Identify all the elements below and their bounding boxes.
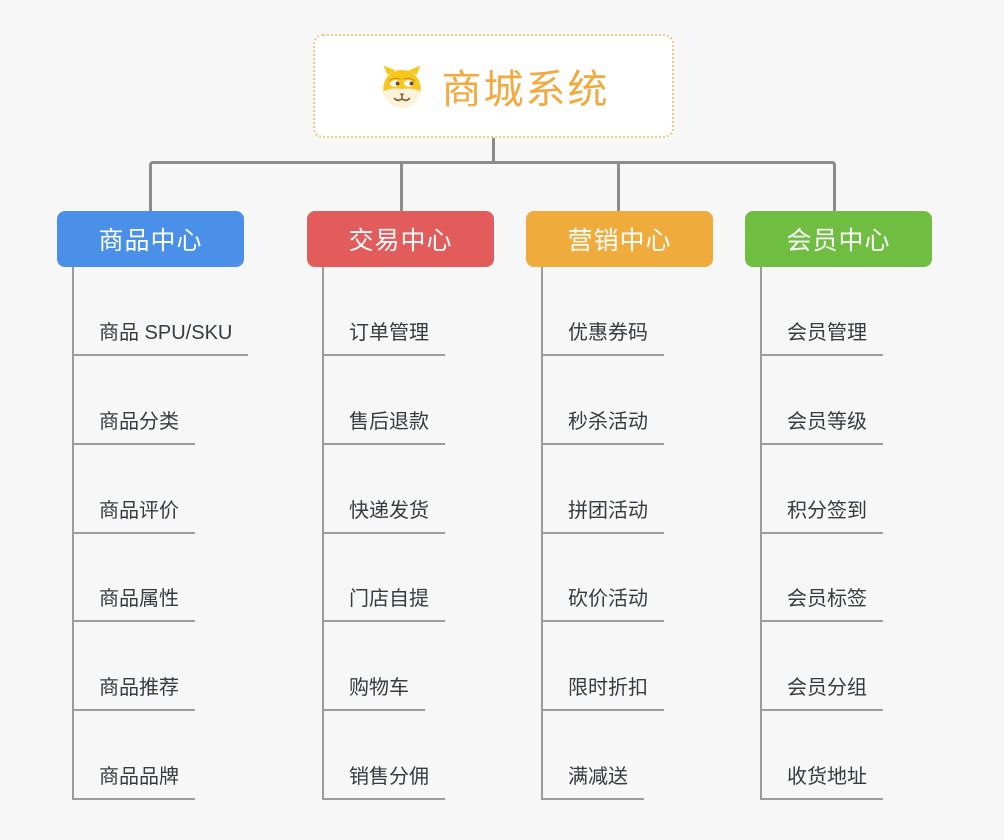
connector-bus [149, 161, 836, 211]
node-item[interactable]: 会员等级 [760, 409, 883, 445]
doge-icon [382, 65, 421, 108]
node-item[interactable]: 拼团活动 [541, 498, 664, 534]
node-item[interactable]: 限时折扣 [541, 675, 664, 711]
branch-header-member[interactable]: 会员中心 [745, 211, 932, 267]
node-item[interactable]: 商品推荐 [72, 675, 195, 711]
connector-root-stub [492, 138, 495, 162]
node-item[interactable]: 购物车 [322, 675, 425, 711]
node-item[interactable]: 订单管理 [322, 320, 445, 356]
node-item[interactable]: 商品属性 [72, 586, 195, 622]
node-item[interactable]: 商品 SPU/SKU [72, 320, 249, 356]
connector-drop-trade [400, 161, 403, 211]
root-title: 商城系统 [441, 68, 610, 112]
root-node[interactable]: 商城系统 [313, 34, 674, 138]
node-item[interactable]: 门店自提 [322, 586, 445, 622]
node-item[interactable]: 商品品牌 [72, 764, 195, 800]
node-item[interactable]: 商品分类 [72, 409, 195, 445]
connector-drop-marketing [617, 161, 620, 211]
node-item[interactable]: 商品评价 [72, 498, 195, 534]
node-item[interactable]: 会员标签 [760, 586, 883, 622]
node-item[interactable]: 收货地址 [760, 764, 883, 800]
node-item[interactable]: 售后退款 [322, 409, 445, 445]
branch-marketing-center: 营销中心 优惠券码 秒杀活动 拼团活动 砍价活动 限时折扣 满减送 [526, 211, 776, 800]
branch-trade-center: 交易中心 订单管理 售后退款 快递发货 门店自提 购物车 销售分佣 [307, 211, 557, 800]
branch-header-marketing[interactable]: 营销中心 [526, 211, 713, 267]
branch-product-center: 商品中心 商品 SPU/SKU 商品分类 商品评价 商品属性 商品推荐 商品品牌 [57, 211, 307, 800]
node-item[interactable]: 砍价活动 [541, 586, 664, 622]
node-item[interactable]: 秒杀活动 [541, 409, 664, 445]
node-item[interactable]: 满减送 [541, 764, 644, 800]
node-item[interactable]: 会员分组 [760, 675, 883, 711]
node-item[interactable]: 积分签到 [760, 498, 883, 534]
node-item[interactable]: 销售分佣 [322, 764, 445, 800]
node-item[interactable]: 优惠券码 [541, 320, 664, 356]
branch-member-center: 会员中心 会员管理 会员等级 积分签到 会员标签 会员分组 收货地址 [745, 211, 995, 800]
branch-header-trade[interactable]: 交易中心 [307, 211, 494, 267]
branch-header-product[interactable]: 商品中心 [57, 211, 244, 267]
node-item[interactable]: 会员管理 [760, 320, 883, 356]
node-item[interactable]: 快递发货 [322, 498, 445, 534]
